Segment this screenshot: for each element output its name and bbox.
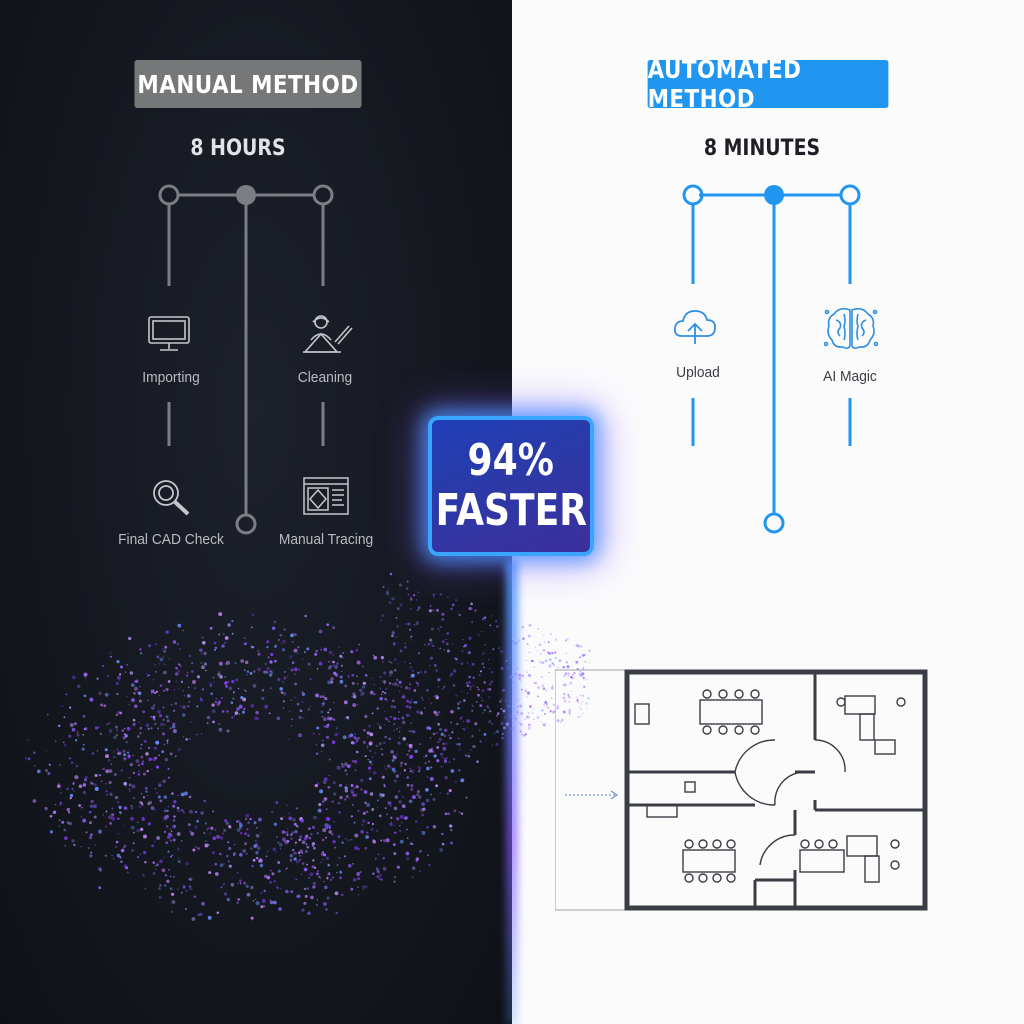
magnifier-icon — [153, 480, 190, 516]
drafting-worker-icon — [303, 315, 353, 353]
automated-flow-tree — [682, 184, 861, 534]
automated-method-title: AUTOMATED METHOD — [647, 55, 889, 113]
step-upload-label: Upload — [676, 364, 720, 381]
speed-improvement-badge: 94% FASTER — [428, 416, 594, 556]
blueprint-window-icon — [303, 477, 349, 515]
manual-flow-tree — [158, 184, 334, 535]
badge-word: FASTER — [435, 485, 587, 536]
manual-method-title: MANUAL METHOD — [134, 60, 362, 108]
automated-method-panel: AUTOMATED METHOD 8 MINUTES Upload — [512, 0, 1024, 1024]
automated-duration: 8 MINUTES — [703, 136, 821, 161]
particle-cloud — [24, 572, 591, 921]
brain-icon — [824, 307, 878, 350]
step-manual-tracing-label: Manual Tracing — [278, 531, 374, 548]
cloud-upload-icon — [673, 310, 716, 344]
step-importing-label: Importing — [142, 369, 200, 386]
badge-percent: 94% — [467, 435, 555, 486]
step-cleaning-label: Cleaning — [297, 369, 353, 386]
divider-glow — [506, 560, 518, 1024]
monitor-icon — [148, 316, 190, 351]
manual-duration: 8 HOURS — [190, 136, 286, 161]
floor-plan-drawing — [555, 669, 928, 911]
step-ai-magic-label: AI Magic — [823, 368, 877, 385]
step-final-cad-check-label: Final CAD Check — [118, 531, 224, 548]
